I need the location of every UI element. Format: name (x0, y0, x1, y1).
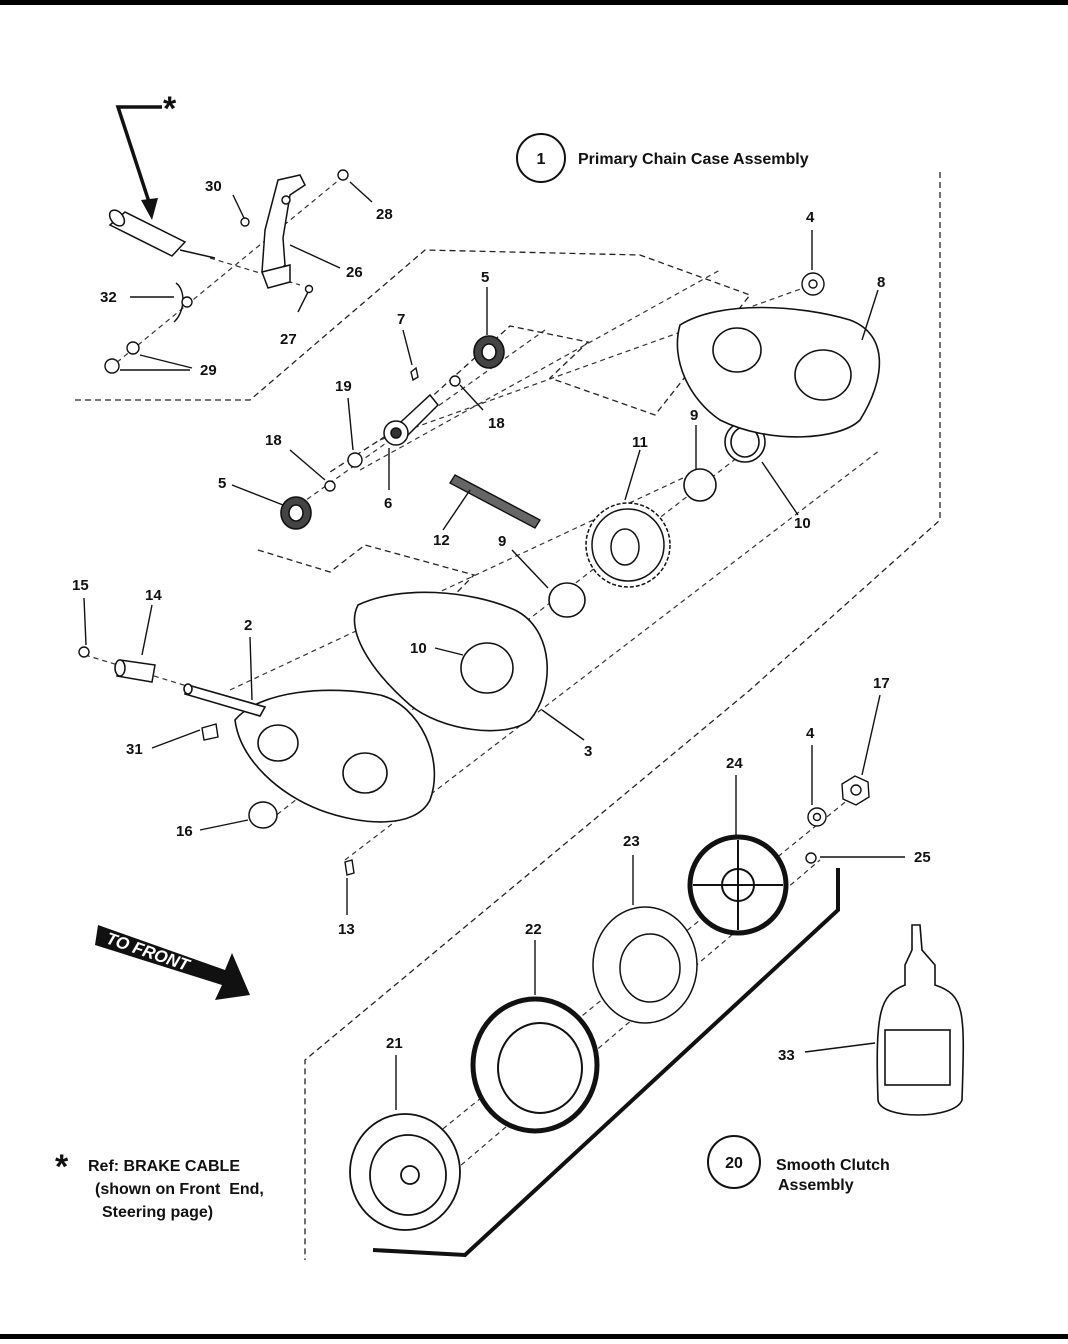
clutch-assembly-label: 20 Smooth Clutch Assembly (707, 1135, 890, 1194)
nut-28 (337, 169, 349, 181)
leader-lines (83, 181, 905, 1110)
callout-5-top: 5 (481, 269, 489, 286)
clutch-drum-22 (470, 996, 600, 1134)
callout-8: 8 (877, 274, 885, 291)
outer-assembly-boundary (304, 172, 941, 1260)
callout-5-left: 5 (218, 475, 226, 492)
callout-33: 33 (778, 1047, 795, 1064)
callout-17: 17 (873, 675, 890, 692)
callout-3: 3 (584, 743, 592, 760)
chain-case-half-2 (183, 683, 436, 823)
callout-numbers: 30 28 26 32 27 29 4 8 5 7 18 19 18 5 6 1… (72, 178, 931, 1064)
clutch-assembly-title-line2: Assembly (778, 1177, 854, 1194)
clutch-assembly-title-line1: Smooth Clutch (776, 1157, 890, 1174)
to-front-arrow: TO FRONT (95, 925, 250, 1000)
primary-assembly-label: 1 Primary Chain Case Assembly (516, 133, 809, 183)
brake-cable-reference-arrow (115, 105, 162, 220)
clutch-plate-24 (687, 834, 789, 936)
callout-27: 27 (280, 331, 297, 348)
pin-27 (304, 284, 314, 294)
callout-7: 7 (397, 311, 405, 328)
callout-16: 16 (176, 823, 193, 840)
bushing-14 (114, 659, 156, 683)
callout-9-left: 9 (498, 533, 506, 550)
callout-14: 14 (145, 587, 162, 604)
lockwasher-25 (805, 852, 817, 864)
sprocket-shaft-6 (383, 393, 440, 446)
assembly-boundaries (75, 172, 941, 1260)
o-ring-15 (78, 646, 90, 658)
brake-lever-part (261, 174, 306, 289)
callout-21: 21 (386, 1035, 403, 1052)
note-line-1: Ref: BRAKE CABLE (88, 1158, 240, 1175)
to-front-label: TO FRONT (104, 929, 194, 976)
plug-16 (248, 801, 278, 829)
callout-6: 6 (384, 495, 392, 512)
brake-cable-part (108, 209, 216, 259)
sprocket-11 (585, 502, 671, 588)
callout-11: 11 (632, 434, 648, 451)
callout-2: 2 (244, 617, 252, 634)
callout-29: 29 (200, 362, 217, 379)
ring-19 (347, 452, 363, 468)
pulley-21 (349, 1113, 461, 1231)
clutch-assembly-bracket (372, 868, 840, 1258)
washer-29b (104, 358, 120, 374)
callout-4-top: 4 (806, 209, 815, 226)
washer-29a (126, 341, 140, 355)
washer-18-top (449, 375, 461, 387)
key-7 (410, 366, 419, 382)
screw-13 (344, 859, 355, 876)
callout-13: 13 (338, 921, 355, 938)
callout-25: 25 (914, 849, 931, 866)
nut-30 (240, 217, 250, 227)
chain-case-boundary (75, 249, 752, 473)
lower-chain-case-boundary (257, 544, 476, 631)
callout-23: 23 (623, 833, 640, 850)
reference-star-top: * (163, 90, 177, 128)
friction-disc-23 (592, 906, 698, 1024)
callout-9-right: 9 (690, 407, 698, 424)
callout-26: 26 (346, 264, 363, 281)
note-line-2: (shown on Front End, (95, 1181, 264, 1198)
callout-22: 22 (525, 921, 542, 938)
note-line-3: Steering page) (102, 1204, 214, 1221)
small-hardware (78, 169, 870, 876)
reference-star-note: * (55, 1148, 69, 1186)
callout-18-left: 18 (265, 432, 282, 449)
callout-12: 12 (433, 532, 450, 549)
callout-30: 30 (205, 178, 222, 195)
washer-18-left (324, 480, 336, 492)
primary-assembly-title: Primary Chain Case Assembly (578, 151, 809, 168)
callout-19: 19 (335, 378, 352, 395)
clutch-assembly-number: 20 (725, 1155, 743, 1172)
chain-case-cover-8 (676, 306, 881, 438)
screw-31 (201, 723, 219, 741)
callout-31: 31 (126, 741, 143, 758)
callout-24: 24 (726, 755, 743, 772)
gasket-3 (353, 591, 548, 732)
callout-15: 15 (72, 577, 89, 594)
callout-10-left: 10 (410, 640, 427, 657)
brake-cable-reference-note: Ref: BRAKE CABLE (shown on Front End, St… (88, 1155, 264, 1224)
callout-4-lower: 4 (806, 725, 815, 742)
callout-28: 28 (376, 206, 393, 223)
primary-assembly-number: 1 (537, 151, 546, 168)
callout-10-right: 10 (794, 515, 811, 532)
top-rule (0, 0, 1068, 5)
callout-18-right: 18 (488, 415, 505, 432)
lubricant-bottle-33 (876, 924, 965, 1116)
callout-32: 32 (100, 289, 117, 306)
chain-12 (449, 474, 541, 529)
bottom-rule (0, 1334, 1068, 1339)
